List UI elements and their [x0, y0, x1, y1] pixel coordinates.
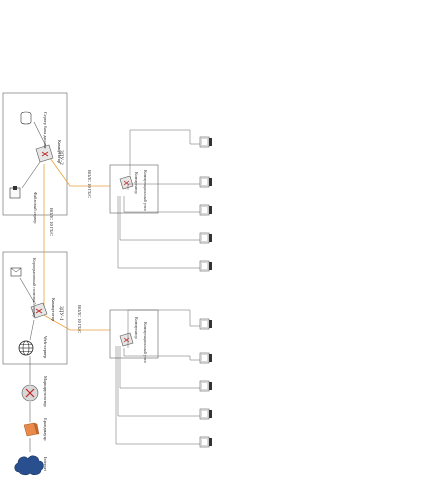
cloud-icon — [14, 455, 44, 476]
link-webserver-switch — [29, 319, 35, 341]
fiber-backbone — [41, 313, 118, 331]
building-1-box — [2, 251, 68, 365]
group-2-workstations — [117, 129, 200, 269]
computer-icon — [199, 380, 212, 392]
computer-icon — [199, 176, 212, 188]
router-label: Маршрутизатор — [43, 376, 48, 407]
group-1-node-label: Коммутационный узел — [143, 322, 148, 363]
file-server-icon — [9, 186, 21, 199]
computer-icon — [199, 318, 212, 330]
mail-server-icon — [10, 267, 22, 277]
computer-icon — [199, 204, 212, 216]
building-1-title: ЗДУ-1 — [58, 306, 64, 321]
fiber-building-label: ВОЛС 10 ГБ/С — [49, 208, 54, 236]
link-switch1-mailserver — [19, 277, 35, 303]
router-icon — [21, 384, 39, 402]
computer-icon — [199, 232, 212, 244]
webserver-label: Web-сервер — [43, 336, 48, 359]
group-2-switch-label: Коммутатор — [134, 172, 139, 194]
group-2-switch-box — [109, 164, 159, 214]
building-2-title: ЗДУ-2 — [58, 150, 64, 165]
group-1-workstations — [115, 309, 200, 445]
fiber-link-2 — [49, 157, 118, 187]
group-2-node-label: Коммутационный узел — [143, 170, 148, 211]
computer-icon — [199, 352, 212, 364]
mail-server-label: Корпоративный почтовый сервер — [32, 258, 37, 317]
computer-icon — [199, 136, 212, 148]
fiber-link-2-label: ВОЛС 10 ГБ/С — [87, 170, 92, 198]
switch-icon — [119, 175, 134, 190]
database-icon — [20, 111, 32, 125]
globe-icon — [18, 340, 34, 356]
switch-icon — [119, 332, 134, 347]
switch-2-label: Коммутатор — [57, 140, 62, 164]
firewall-label: Брандмауэр — [43, 418, 48, 441]
fiber-backbone-label: ВОЛС 10 ГБ/С — [77, 305, 82, 333]
computer-icon — [199, 260, 212, 272]
computer-icon — [199, 436, 212, 448]
file-server-label: Файловый сервер — [33, 192, 38, 223]
computer-icon — [199, 408, 212, 420]
building-2-box — [2, 92, 68, 216]
link-switch2-dbserver — [33, 121, 47, 147]
switch-icon — [30, 302, 48, 319]
switch-icon — [35, 144, 54, 163]
link-switch2-fileserver — [21, 161, 41, 189]
internet-label: Internet — [43, 457, 48, 472]
switch-1-label: Коммутатор — [51, 298, 56, 322]
firewall-icon — [23, 422, 40, 437]
db-server-label: Сервер базы данных — [43, 112, 48, 150]
group-1-switch-label: Коммутатор — [134, 317, 139, 339]
group-1-switch-box — [109, 309, 159, 359]
